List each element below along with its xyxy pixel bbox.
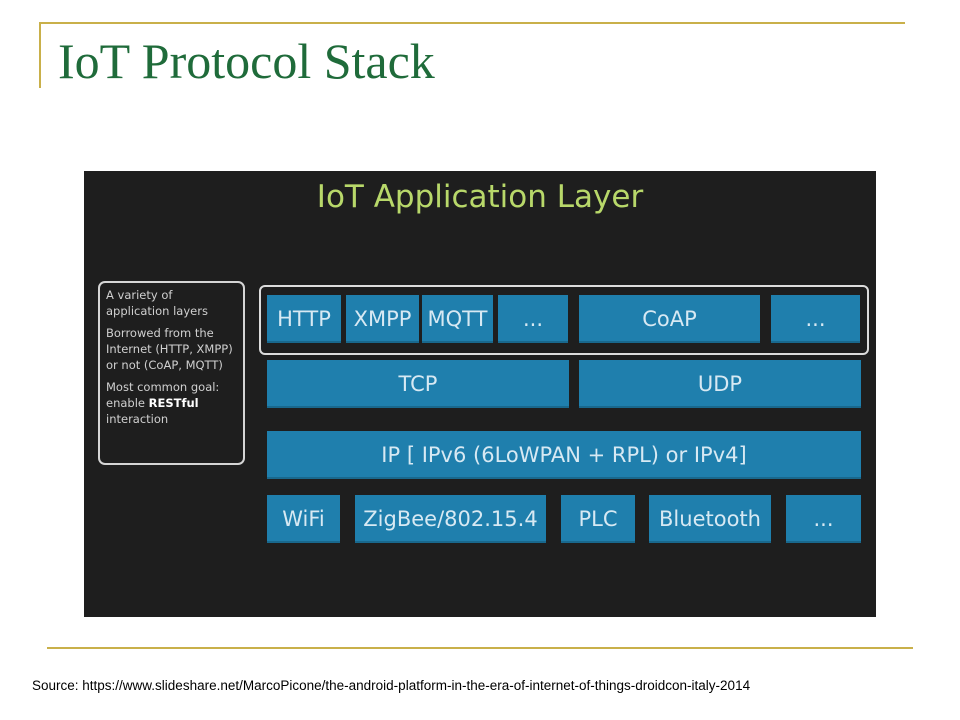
note-variety: A variety of application layers xyxy=(106,288,208,318)
slide-title: IoT Protocol Stack xyxy=(58,33,435,89)
block-udp: UDP xyxy=(579,360,861,408)
block-ip: IP [ IPv6 (6LoWPAN + RPL) or IPv4] xyxy=(267,431,861,479)
block-plc: PLC xyxy=(561,495,635,543)
block-mqtt: MQTT xyxy=(422,295,493,343)
block-bluetooth: Bluetooth xyxy=(649,495,771,543)
note-borrowed: Borrowed from the Internet (HTTP, XMPP) … xyxy=(106,326,233,372)
diagram-title: IoT Application Layer xyxy=(316,179,644,215)
note-goal-suffix: interaction xyxy=(106,412,169,426)
block-tcp: TCP xyxy=(267,360,569,408)
block-xmpp: XMPP xyxy=(346,295,419,343)
footer-rule xyxy=(47,647,913,649)
protocol-stack-diagram: IoT Application Layer A variety of appli… xyxy=(84,171,876,617)
note-goal-bold: RESTful xyxy=(148,396,199,410)
application-layer-notes: A variety of application layers Borrowed… xyxy=(98,281,245,465)
note-goal: Most common goal: enable RESTful interact… xyxy=(106,379,237,427)
application-group-outline xyxy=(259,285,869,355)
block-wifi: WiFi xyxy=(267,495,340,543)
note-goal-prefix: Most common goal: enable xyxy=(106,380,220,410)
block-link-ellipsis: ... xyxy=(786,495,861,543)
source-citation: Source: https://www.slideshare.net/Marco… xyxy=(32,678,751,693)
block-zigbee: ZigBee/802.15.4 xyxy=(355,495,546,543)
block-app-ellipsis-2: ... xyxy=(771,295,860,343)
block-app-ellipsis: ... xyxy=(498,295,568,343)
title-rule-top xyxy=(39,22,905,24)
block-http: HTTP xyxy=(267,295,341,343)
block-coap: CoAP xyxy=(579,295,760,343)
title-rule-left xyxy=(39,22,41,88)
